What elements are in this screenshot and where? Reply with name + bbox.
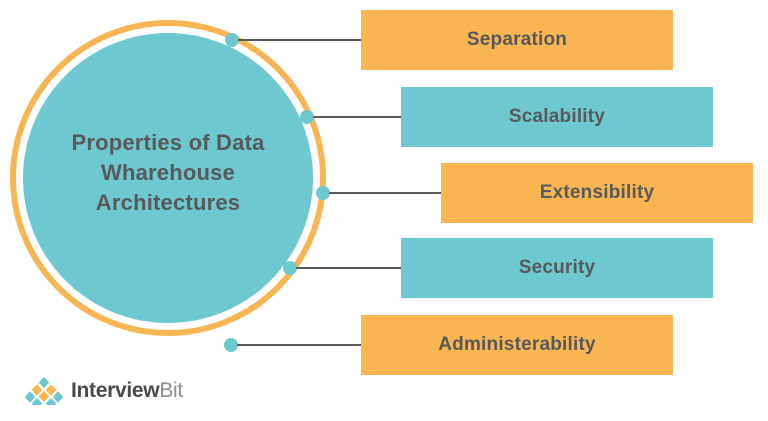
property-bar-scalability[interactable]: Scalability xyxy=(401,87,713,147)
property-label-security: Security xyxy=(518,257,596,278)
property-label-separation: Separation xyxy=(466,29,568,50)
leader-line-administerability xyxy=(237,344,361,346)
logo-word-interview: Interview xyxy=(71,379,160,402)
connector-node-security xyxy=(283,261,297,275)
circle-title-line-2: Wharehouse xyxy=(100,160,236,185)
property-label-extensibility: Extensibility xyxy=(539,182,655,203)
connector-node-scalability xyxy=(300,110,314,124)
leader-line-separation xyxy=(238,39,361,41)
connector-node-extensibility xyxy=(316,186,330,200)
property-label-administerability: Administerability xyxy=(438,334,596,355)
property-row-security: Security xyxy=(0,238,768,298)
property-row-extensibility: Extensibility xyxy=(0,163,768,223)
circle-title-line-3: Architectures xyxy=(95,190,241,215)
property-row-separation: Separation xyxy=(0,10,768,70)
property-row-administerability: Administerability xyxy=(0,315,768,375)
property-bar-extensibility[interactable]: Extensibility xyxy=(441,163,753,223)
logo-word-bit: Bit xyxy=(159,379,183,402)
circle-core xyxy=(23,33,313,323)
connector-node-separation xyxy=(225,33,239,47)
circle-title-line-1: Properties of Data xyxy=(71,130,265,155)
leader-line-extensibility xyxy=(329,192,441,194)
interviewbit-logo-mark-icon xyxy=(23,375,65,411)
circle-outer-ring xyxy=(10,20,326,336)
interviewbit-logo[interactable]: InterviewBit xyxy=(23,375,223,411)
property-bar-security[interactable]: Security xyxy=(401,238,713,298)
circle-title: Properties of Data Wharehouse Architectu… xyxy=(33,128,303,218)
property-label-scalability: Scalability xyxy=(508,106,606,127)
property-bar-administerability[interactable]: Administerability xyxy=(361,315,673,375)
property-row-scalability: Scalability xyxy=(0,87,768,147)
leader-line-security xyxy=(296,267,401,269)
property-bar-separation[interactable]: Separation xyxy=(361,10,673,70)
connector-node-administerability xyxy=(224,338,238,352)
leader-line-scalability xyxy=(313,116,401,118)
interviewbit-logo-text: InterviewBit xyxy=(71,379,183,403)
